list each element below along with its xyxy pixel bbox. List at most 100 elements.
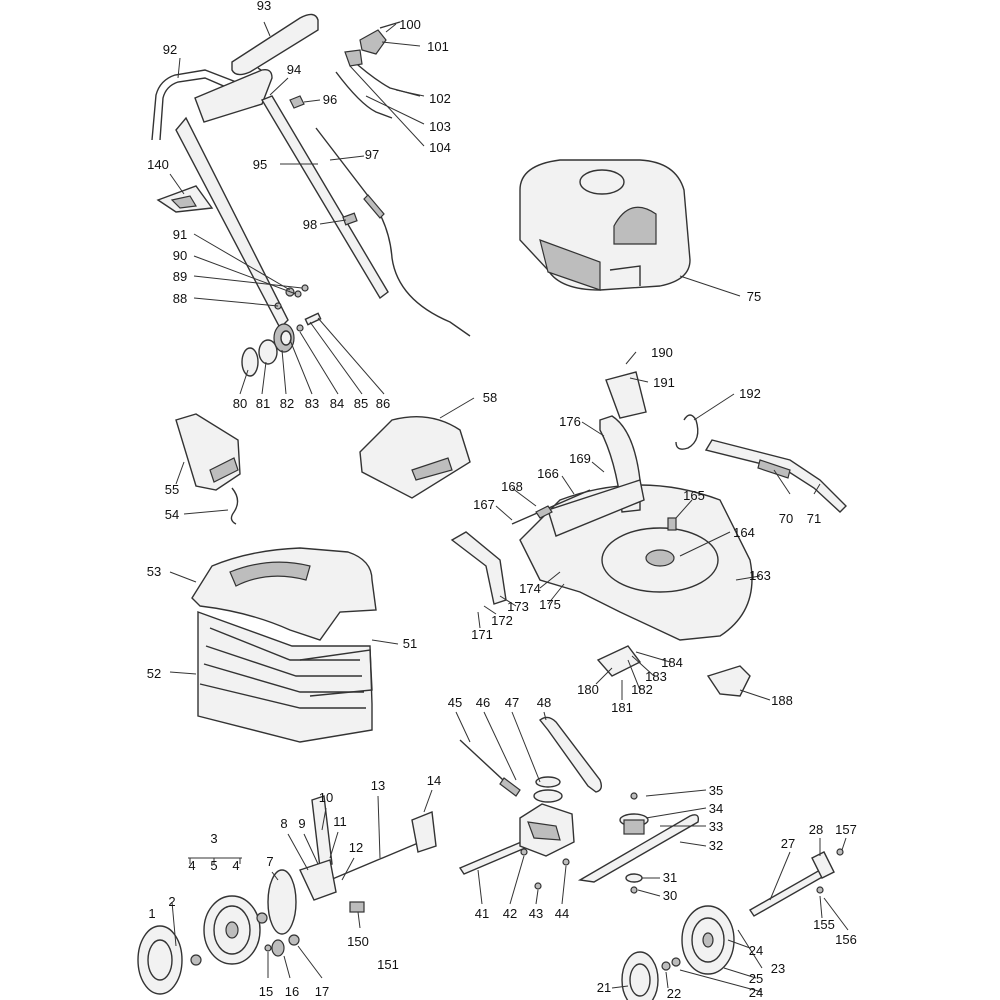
callout-16: 16 — [285, 984, 299, 999]
rear-wheel-assembly — [137, 795, 437, 995]
callout-45: 45 — [448, 695, 462, 710]
callout-58: 58 — [483, 390, 497, 405]
callout-94: 94 — [287, 62, 301, 77]
callout-10: 10 — [319, 790, 333, 805]
callout-12: 12 — [349, 840, 363, 855]
deck-assembly — [450, 371, 847, 697]
callout-5: 5 — [210, 858, 217, 873]
callout-96: 96 — [323, 92, 337, 107]
callout-176: 176 — [559, 414, 581, 429]
callout-101: 101 — [427, 39, 449, 54]
callout-82: 82 — [280, 396, 294, 411]
engine — [519, 159, 691, 291]
callout-25: 25 — [749, 971, 763, 986]
callout-31: 31 — [663, 870, 677, 885]
callout-22: 22 — [667, 986, 681, 1000]
grass-catcher — [191, 547, 377, 743]
callout-156: 156 — [835, 932, 857, 947]
callout-104: 104 — [429, 140, 451, 155]
callout-164: 164 — [733, 525, 755, 540]
callout-2: 2 — [168, 894, 175, 909]
callout-190: 190 — [651, 345, 673, 360]
callout-188: 188 — [771, 693, 793, 708]
callout-184: 184 — [661, 655, 683, 670]
callout-90: 90 — [173, 248, 187, 263]
callout-102: 102 — [429, 91, 451, 106]
callout-4b: 4 — [232, 858, 239, 873]
callout-42: 42 — [503, 906, 517, 921]
callout-33: 33 — [709, 819, 723, 834]
callout-191: 191 — [653, 375, 675, 390]
callout-15: 15 — [259, 984, 273, 999]
callout-169: 169 — [569, 451, 591, 466]
callout-183: 183 — [645, 669, 667, 684]
callout-47: 47 — [505, 695, 519, 710]
callout-34: 34 — [709, 801, 723, 816]
callout-167: 167 — [473, 497, 495, 512]
callout-166: 166 — [537, 466, 559, 481]
callout-165: 165 — [683, 488, 705, 503]
callout-98: 98 — [303, 217, 317, 232]
callout-163: 163 — [749, 568, 771, 583]
callout-35: 35 — [709, 783, 723, 798]
callout-155: 155 — [813, 917, 835, 932]
callout-88: 88 — [173, 291, 187, 306]
callout-84: 84 — [330, 396, 344, 411]
callout-43: 43 — [529, 906, 543, 921]
callout-14: 14 — [427, 773, 441, 788]
callout-85: 85 — [354, 396, 368, 411]
callout-86: 86 — [376, 396, 390, 411]
callout-8: 8 — [280, 816, 287, 831]
callout-168: 168 — [501, 479, 523, 494]
callout-150: 150 — [347, 934, 369, 949]
callout-1: 1 — [148, 906, 155, 921]
front-wheel-assembly — [621, 848, 844, 1000]
callout-70: 70 — [779, 511, 793, 526]
callout-100: 100 — [399, 17, 421, 32]
callout-89: 89 — [173, 269, 187, 284]
callout-24a: 24 — [749, 943, 763, 958]
callout-181: 181 — [611, 700, 633, 715]
callout-24b: 24 — [749, 985, 763, 1000]
callout-81: 81 — [256, 396, 270, 411]
callout-17: 17 — [315, 984, 329, 999]
callout-103: 103 — [429, 119, 451, 134]
callout-71: 71 — [807, 511, 821, 526]
callout-32: 32 — [709, 838, 723, 853]
drive-assembly — [458, 716, 603, 890]
callout-182: 182 — [631, 682, 653, 697]
callout-192: 192 — [739, 386, 761, 401]
callout-54: 54 — [165, 507, 179, 522]
callout-180: 180 — [577, 682, 599, 697]
callout-91: 91 — [173, 227, 187, 242]
handle-assembly — [151, 13, 471, 377]
callout-4a: 4 — [188, 858, 195, 873]
callout-28: 28 — [809, 822, 823, 837]
leader-lines — [169, 21, 849, 993]
callout-48: 48 — [537, 695, 551, 710]
callout-27: 27 — [781, 836, 795, 851]
callout-75: 75 — [747, 289, 761, 304]
callout-7: 7 — [266, 854, 273, 869]
callout-46: 46 — [476, 695, 490, 710]
callout-numbers: 93 92 94 96 100 101 102 103 104 97 95 14… — [147, 0, 857, 1000]
callout-175: 175 — [539, 597, 561, 612]
callout-11: 11 — [333, 814, 347, 829]
callout-3: 3 — [210, 831, 217, 846]
callout-51: 51 — [403, 636, 417, 651]
callout-172: 172 — [491, 613, 513, 628]
callout-9: 9 — [298, 816, 305, 831]
callout-41: 41 — [475, 906, 489, 921]
callout-80: 80 — [233, 396, 247, 411]
callout-95: 95 — [253, 157, 267, 172]
callout-13: 13 — [371, 778, 385, 793]
callout-93: 93 — [257, 0, 271, 13]
callout-174: 174 — [519, 581, 541, 596]
callout-30: 30 — [663, 888, 677, 903]
callout-52: 52 — [147, 666, 161, 681]
callout-151: 151 — [377, 957, 399, 972]
callout-92: 92 — [163, 42, 177, 57]
callout-21: 21 — [597, 980, 611, 995]
callout-97: 97 — [365, 147, 379, 162]
